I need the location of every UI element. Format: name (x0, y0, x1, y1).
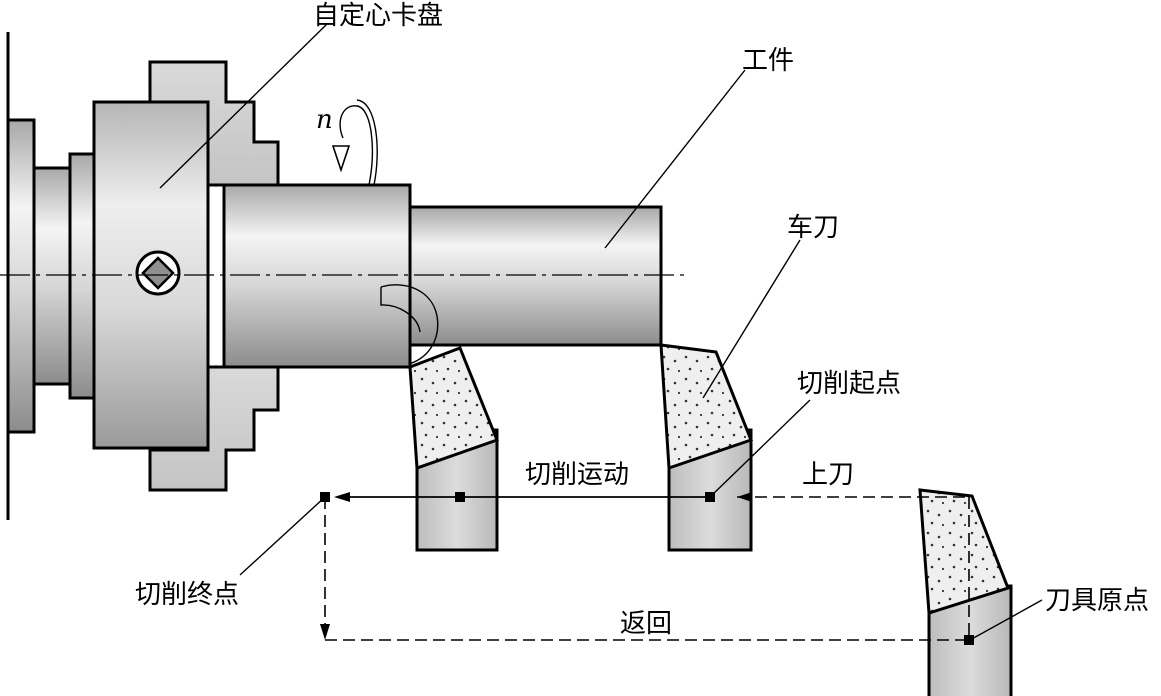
rotation-arrowhead-icon (331, 145, 351, 173)
label-return: 返回 (620, 609, 672, 639)
tool-tip-point-end (455, 492, 465, 502)
leader-cut-end (239, 496, 326, 576)
workpiece-large-section (222, 183, 412, 369)
label-cut-motion: 切削运动 (525, 460, 629, 490)
tool-insert-start (659, 343, 753, 471)
chip-curl (380, 284, 439, 365)
cutting-arrowhead-icon (334, 492, 350, 502)
tool-insert-end (408, 346, 499, 471)
leader-tool-origin (969, 599, 1043, 641)
label-cut-start: 切削起点 (797, 369, 901, 399)
label-chuck: 自定心卡盘 (313, 1, 443, 31)
chuck-face-gap (206, 183, 226, 369)
label-tool-approach: 上刀 (802, 460, 854, 490)
tool-origin-point (964, 635, 974, 645)
leader-workpiece (604, 69, 746, 249)
rotation-arrow (339, 105, 374, 186)
label-tool: 车刀 (787, 213, 839, 243)
label-cut-end: 切削终点 (135, 580, 239, 610)
label-workpiece: 工件 (742, 46, 794, 76)
leader-chuck (159, 23, 328, 189)
workpiece-small-section (408, 205, 663, 347)
label-tool-origin: 刀具原点 (1045, 586, 1149, 616)
spindle-collar (68, 152, 96, 400)
leader-cut-start (709, 399, 811, 498)
spindle-flange (6, 118, 36, 434)
chuck-key-square-icon (141, 256, 175, 290)
approach-arrowhead-icon (737, 492, 752, 502)
tool-insert-origin (918, 488, 1010, 616)
spindle-step (32, 166, 72, 386)
retract-arrowhead-icon (320, 624, 330, 640)
leader-tool (702, 239, 801, 399)
rotation-label: n (316, 105, 333, 135)
